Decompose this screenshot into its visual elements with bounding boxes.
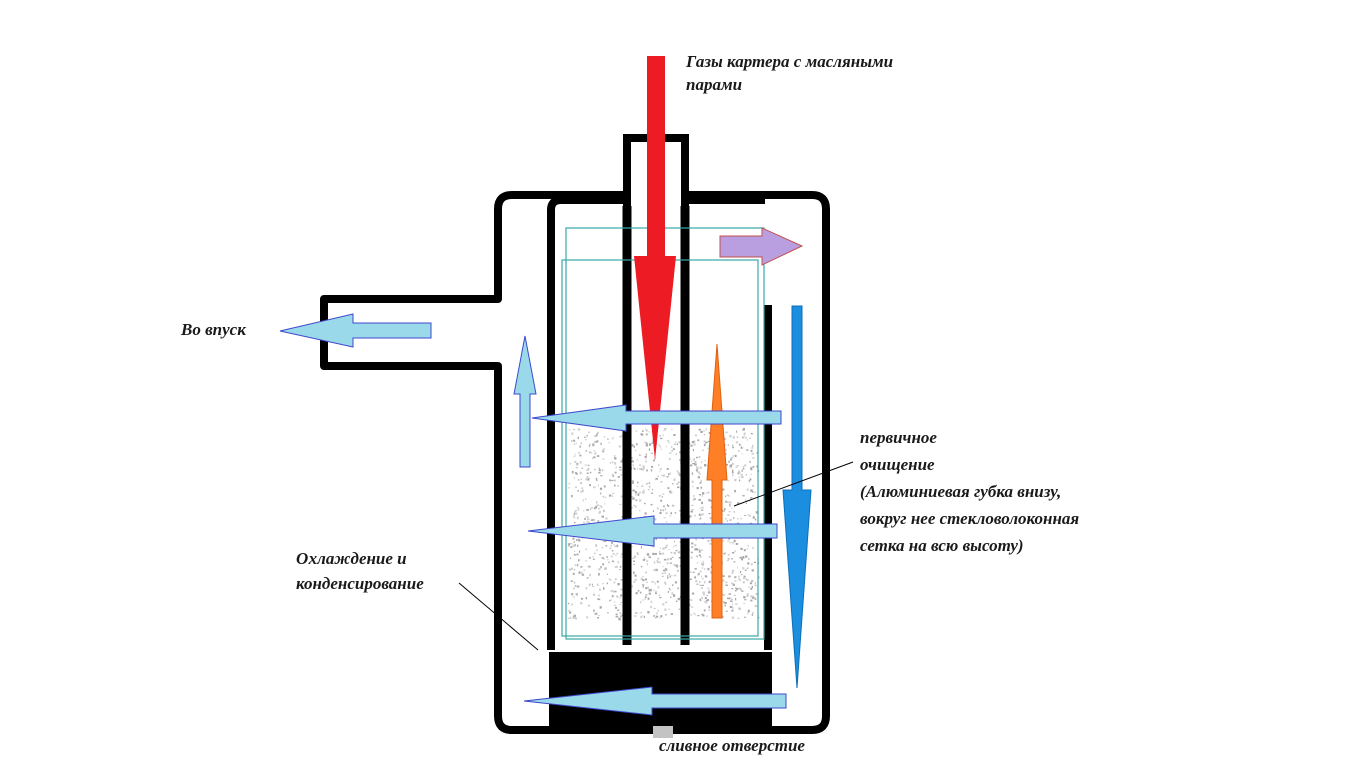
mesh-lower-arrow [527, 515, 778, 547]
primary-label-line-5: сетка на всю высоту) [860, 536, 1024, 555]
primary-label-line-3: (Алюминиевая губка внизу, [860, 482, 1062, 501]
primary-label-line-1: первичное [860, 428, 937, 447]
primary-label-line-2: очищение [860, 455, 935, 474]
rising-flow-arrow [706, 343, 728, 619]
outlet-arrow [279, 313, 432, 348]
outlet-label: Во впуск [181, 320, 246, 339]
inner-cylinder [547, 196, 765, 650]
upper-flow-arrow [719, 227, 804, 266]
gas-inlet-arrow [634, 56, 676, 460]
inlet-label-line-1: Газы картера с масляными [686, 52, 894, 71]
cooling-leader-line [458, 582, 539, 651]
cooling-label: Охлаждение и конденсирование [296, 546, 424, 596]
descending-flow-arrow [782, 305, 812, 689]
inlet-label-line-2: парами [686, 75, 743, 94]
inlet-label: Газы картера с масляными парами [686, 50, 893, 96]
primary-cleaning-label: первичное очищение (Алюминиевая губка вн… [860, 424, 1079, 559]
cooling-label-line-2: конденсирование [296, 574, 424, 593]
primary-leader-line [733, 461, 854, 507]
mesh-upper-arrow [531, 404, 782, 432]
drain-label: сливное отверстие [659, 736, 805, 755]
bottom-return-arrow [523, 686, 787, 716]
outer-housing [320, 191, 830, 734]
condensate-base [549, 652, 772, 730]
left-rising-arrow [513, 335, 537, 468]
primary-label-line-4: вокруг нее стекловолоконная [860, 509, 1080, 528]
drain-plug [653, 726, 673, 738]
cooling-label-line-1: Охлаждение и [296, 549, 407, 568]
